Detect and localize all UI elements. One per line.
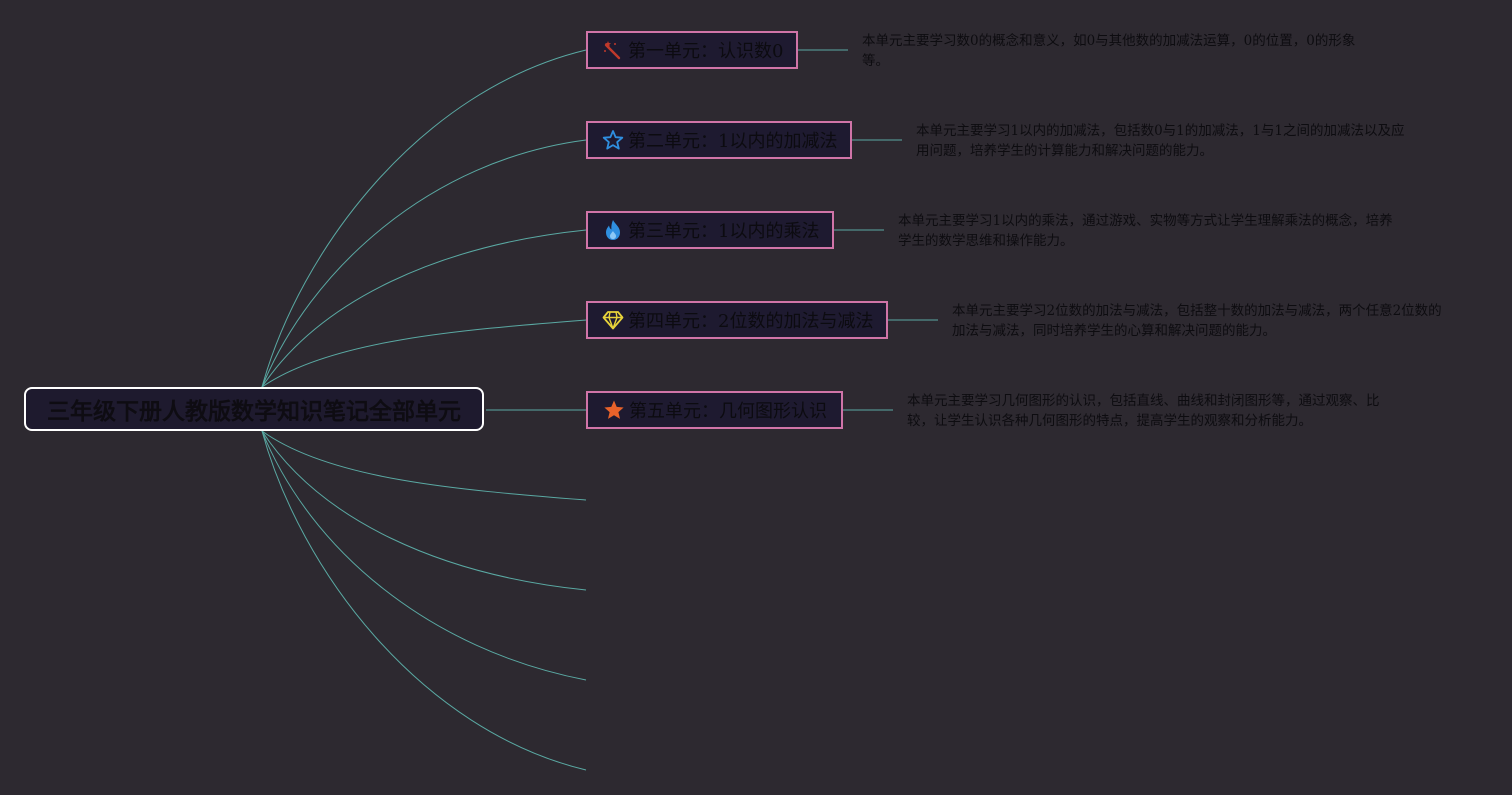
root-topic[interactable]: 三年级下册人教版数学知识笔记全部单元: [24, 387, 484, 431]
unit-label: 第三单元：1以内的乘法: [628, 221, 820, 242]
connector-empty-1: [261, 430, 587, 501]
unit-description-5: 本单元主要学习几何图形的认识，包括直线、曲线和封闭图形等，通过观察、比较，让学生…: [907, 393, 1380, 429]
unit-label: 第五单元：几何图形认识: [629, 401, 827, 422]
unit-node-3[interactable]: 第三单元：1以内的乘法: [586, 211, 834, 249]
unit-label: 第一单元：认识数0: [628, 41, 784, 62]
flame-icon: [602, 218, 624, 242]
connector-empty-3: [261, 430, 587, 681]
connector-unit-1: [261, 49, 587, 388]
unit-node-4[interactable]: 第四单元：2位数的加法与减法: [586, 301, 888, 339]
diamond-icon: [602, 308, 624, 332]
unit-description-1: 本单元主要学习数0的概念和意义，如0与其他数的加减法运算，0的位置，0的形象等。: [862, 33, 1356, 69]
star-outline-icon: [602, 128, 624, 152]
unit-node-5[interactable]: 第五单元：几何图形认识: [586, 391, 843, 429]
star-filled-icon: [602, 398, 625, 422]
unit-description-4: 本单元主要学习2位数的加法与减法，包括整十数的加法与减法，两个任意2位数的加法与…: [952, 303, 1442, 339]
unit-node-2[interactable]: 第二单元：1以内的加减法: [586, 121, 852, 159]
root-title: 三年级下册人教版数学知识笔记全部单元: [47, 399, 461, 425]
unit-description-3: 本单元主要学习1以内的乘法，通过游戏、实物等方式让学生理解乘法的概念，培养学生的…: [898, 213, 1393, 249]
connector-unit-2: [261, 139, 587, 388]
connector-unit-4: [261, 319, 587, 388]
unit-description-2: 本单元主要学习1以内的加减法，包括数0与1的加减法，1与1之间的加减法以及应用问…: [916, 123, 1405, 159]
magic-wand-icon: [602, 38, 624, 62]
unit-node-1[interactable]: 第一单元：认识数0: [586, 31, 798, 69]
connector-empty-4: [261, 430, 587, 771]
connector-unit-3: [261, 229, 587, 388]
unit-label: 第二单元：1以内的加减法: [628, 131, 838, 152]
unit-label: 第四单元：2位数的加法与减法: [628, 311, 874, 332]
connector-empty-2: [261, 430, 587, 591]
